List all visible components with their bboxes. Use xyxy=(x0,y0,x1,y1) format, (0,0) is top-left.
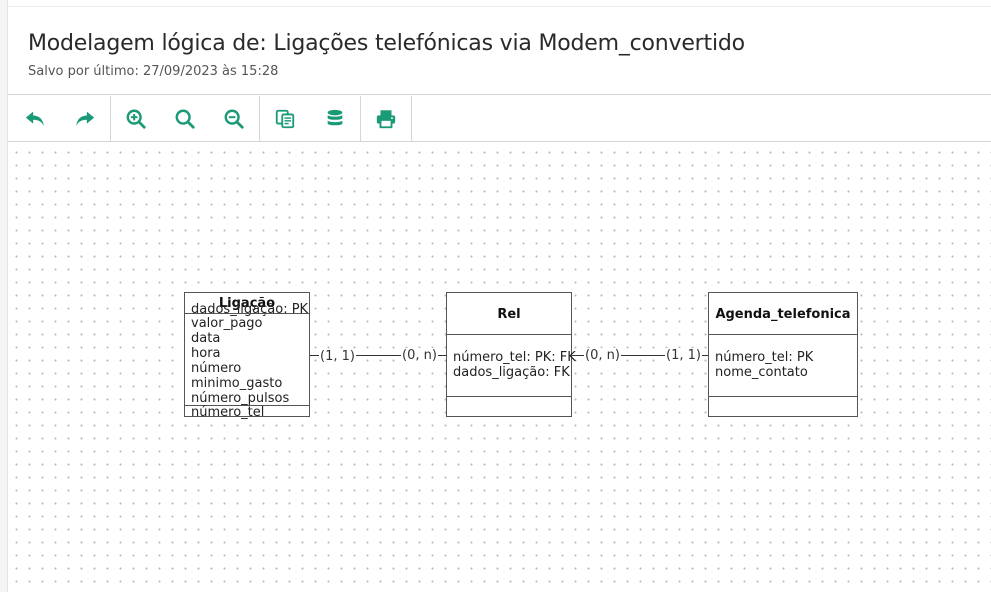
zoom-out-button[interactable] xyxy=(210,96,259,141)
undo-button[interactable] xyxy=(10,96,60,141)
entity-attribute: nome_contato xyxy=(715,365,808,380)
entity-title: Ligação xyxy=(218,296,276,311)
entity-attribute: valor_pago xyxy=(191,316,263,331)
last-saved-text: Salvo por último: 27/09/2023 às 15:28 xyxy=(28,64,279,79)
print-group xyxy=(361,96,412,141)
redo-icon xyxy=(76,111,95,126)
entity-attribute: número_tel: PK: FK xyxy=(453,350,576,365)
entity-divider xyxy=(709,396,857,397)
zoom-out-icon xyxy=(224,109,244,129)
print-icon xyxy=(376,109,396,128)
zoom-in-icon xyxy=(126,109,146,129)
relationship-line-right[interactable] xyxy=(572,355,708,356)
entity-attribute: hora xyxy=(191,346,221,361)
zoom-reset-icon xyxy=(175,109,195,129)
zoom-reset-button[interactable] xyxy=(160,96,209,141)
entity-attribute: dados_ligação: FK xyxy=(453,365,570,380)
entity-divider xyxy=(447,334,571,335)
top-strip xyxy=(8,0,991,7)
entity-divider xyxy=(709,334,857,335)
entity-divider xyxy=(185,313,309,314)
left-gutter xyxy=(0,0,8,592)
cardinality-label: (0, n) xyxy=(584,348,621,363)
print-button[interactable] xyxy=(361,96,411,141)
entity-ligacao[interactable]: Ligação dados_ligação: PK valor_pago dat… xyxy=(184,292,310,420)
entity-divider xyxy=(185,405,309,406)
entity-fk-attribute: número_tel xyxy=(191,405,265,420)
entity-rel[interactable]: Rel número_tel: PK: FK dados_ligação: FK xyxy=(446,292,576,417)
database-icon xyxy=(327,109,343,125)
entity-title: Agenda_telefonica xyxy=(715,307,851,322)
page-title: Modelagem lógica de: Ligações telefónica… xyxy=(28,31,745,56)
page-header: Modelagem lógica de: Ligações telefónica… xyxy=(8,7,991,95)
entity-attribute: número_pulsos xyxy=(191,391,290,406)
copy-icon xyxy=(275,109,295,128)
entity-attribute: número xyxy=(191,361,242,376)
history-group xyxy=(10,96,111,141)
cardinality-label: (1, 1) xyxy=(319,349,356,364)
cardinality-label: (0, n) xyxy=(401,348,438,363)
redo-button[interactable] xyxy=(60,96,110,141)
zoom-in-button[interactable] xyxy=(111,96,160,141)
entity-attribute: minimo_gasto xyxy=(191,376,283,391)
entity-agenda-telefonica[interactable]: Agenda_telefonica número_tel: PK nome_co… xyxy=(708,292,858,417)
relationship-line-left[interactable] xyxy=(310,355,446,356)
entity-attribute: número_tel: PK xyxy=(715,350,814,365)
entity-attribute: data xyxy=(191,331,221,346)
copy-button[interactable] xyxy=(260,96,310,141)
toolbar xyxy=(8,96,991,142)
database-button[interactable] xyxy=(310,96,360,141)
entity-title: Rel xyxy=(497,307,521,322)
undo-icon xyxy=(25,111,44,126)
cardinality-label: (1, 1) xyxy=(665,348,702,363)
tools-group xyxy=(260,96,361,141)
entity-pk-attribute: dados_ligação: PK xyxy=(191,302,309,317)
zoom-group xyxy=(111,96,260,141)
entity-divider xyxy=(447,396,571,397)
